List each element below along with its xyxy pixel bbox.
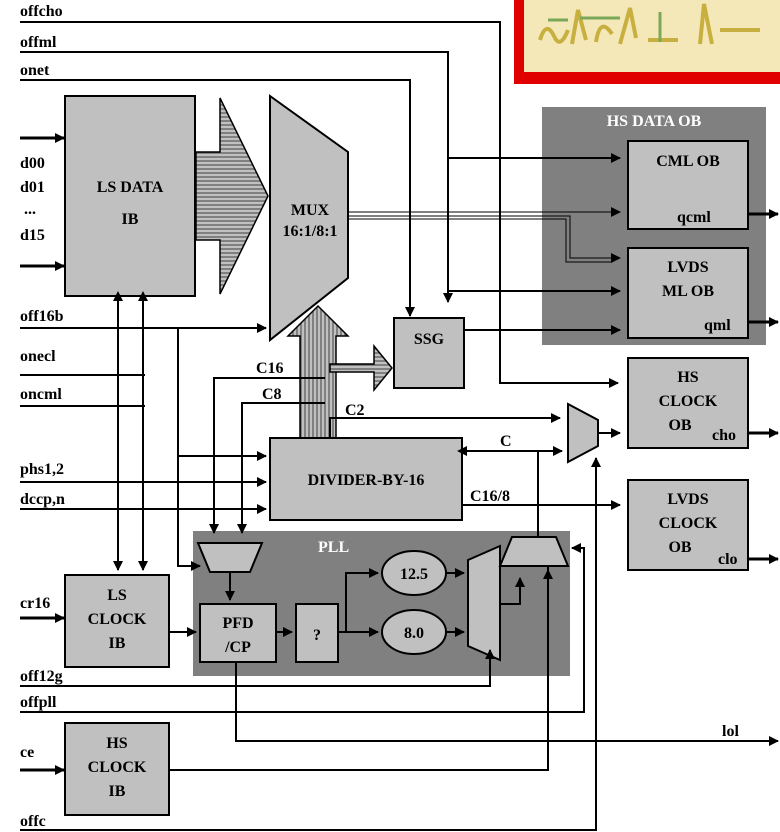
vco-80-label: 8.0 bbox=[404, 625, 424, 642]
hs-clock-ib-label-2: CLOCK bbox=[88, 759, 147, 776]
mux-label-2: 16:1/8:1 bbox=[282, 223, 337, 240]
pll-input-mux bbox=[198, 543, 262, 572]
ls-clock-ib-label-2: CLOCK bbox=[88, 611, 147, 628]
pll-output-mux bbox=[500, 537, 568, 566]
label-oncml: oncml bbox=[20, 386, 62, 403]
ls-clock-ib-label-1: LS bbox=[107, 587, 127, 604]
cml-ob-label: CML OB bbox=[656, 153, 720, 170]
label-dccp: dccp,n bbox=[20, 491, 65, 508]
ls-data-ib-block bbox=[65, 96, 195, 296]
label-qml: qml bbox=[704, 317, 731, 334]
label-off12g: off12g bbox=[20, 668, 63, 685]
label-d00: d00 bbox=[20, 155, 45, 172]
label-qcml: qcml bbox=[677, 209, 711, 226]
lvds-ml-ob-label-2: ML OB bbox=[662, 283, 714, 300]
c2-line bbox=[330, 418, 560, 438]
label-c16-8: C16/8 bbox=[470, 488, 510, 505]
lvds-clock-ob-label-1: LVDS bbox=[667, 491, 708, 508]
label-dots: ... bbox=[24, 201, 36, 218]
divider-to-ssg-arrow bbox=[330, 346, 392, 390]
label-onet: onet bbox=[20, 62, 50, 79]
label-d15: d15 bbox=[20, 227, 45, 244]
divider-label: DIVIDER-BY-16 bbox=[308, 472, 425, 489]
ssg-block bbox=[394, 318, 464, 388]
pfd-cp-label-2: /CP bbox=[224, 639, 251, 656]
label-offc: offc bbox=[20, 813, 46, 830]
vco-125-label: 12.5 bbox=[400, 566, 428, 583]
label-d01: d01 bbox=[20, 179, 45, 196]
lvds-clock-ob-label-2: CLOCK bbox=[659, 515, 718, 532]
label-clo: clo bbox=[718, 551, 738, 568]
label-offpll: offpll bbox=[20, 694, 57, 711]
label-off16b: off16b bbox=[20, 308, 64, 325]
label-c16: C16 bbox=[256, 360, 284, 377]
clock-out-mux bbox=[568, 404, 598, 462]
hs-clock-ib-label-3: IB bbox=[109, 783, 126, 800]
label-phs: phs1,2 bbox=[20, 461, 64, 478]
ls-clock-ib-label-3: IB bbox=[109, 635, 126, 652]
label-lol: lol bbox=[722, 723, 739, 740]
hs-clock-ob-label-2: CLOCK bbox=[659, 393, 718, 410]
label-offml: offml bbox=[20, 34, 57, 51]
hs-clock-ib-label-1: HS bbox=[106, 735, 127, 752]
ls-data-ib-label-1: LS DATA bbox=[97, 179, 164, 196]
lvds-ml-ob-label-1: LVDS bbox=[667, 259, 708, 276]
label-offcho: offcho bbox=[20, 3, 63, 20]
ssg-label: SSG bbox=[414, 331, 445, 348]
ls-data-ib-label-2: IB bbox=[122, 211, 139, 228]
label-cr16: cr16 bbox=[20, 595, 50, 612]
pll-title: PLL bbox=[318, 539, 349, 556]
loop-filter-label: ? bbox=[313, 627, 321, 644]
hs-clock-ob-label-3: OB bbox=[668, 417, 691, 434]
label-c: C bbox=[500, 433, 512, 450]
mux-label-1: MUX bbox=[291, 202, 330, 219]
label-ce: ce bbox=[20, 744, 34, 761]
label-onecl: onecl bbox=[20, 348, 56, 365]
label-c2: C2 bbox=[345, 402, 365, 419]
vco-select-mux bbox=[468, 546, 500, 660]
chip-photo bbox=[514, 0, 780, 84]
data-bus-arrow bbox=[196, 98, 268, 294]
pfd-cp-label-1: PFD bbox=[222, 615, 253, 632]
label-cho: cho bbox=[712, 427, 736, 444]
hs-data-ob-title: HS DATA OB bbox=[607, 113, 702, 130]
hs-clock-ob-label-1: HS bbox=[677, 369, 698, 386]
lvds-clock-ob-label-3: OB bbox=[668, 539, 691, 556]
label-c8: C8 bbox=[262, 386, 282, 403]
